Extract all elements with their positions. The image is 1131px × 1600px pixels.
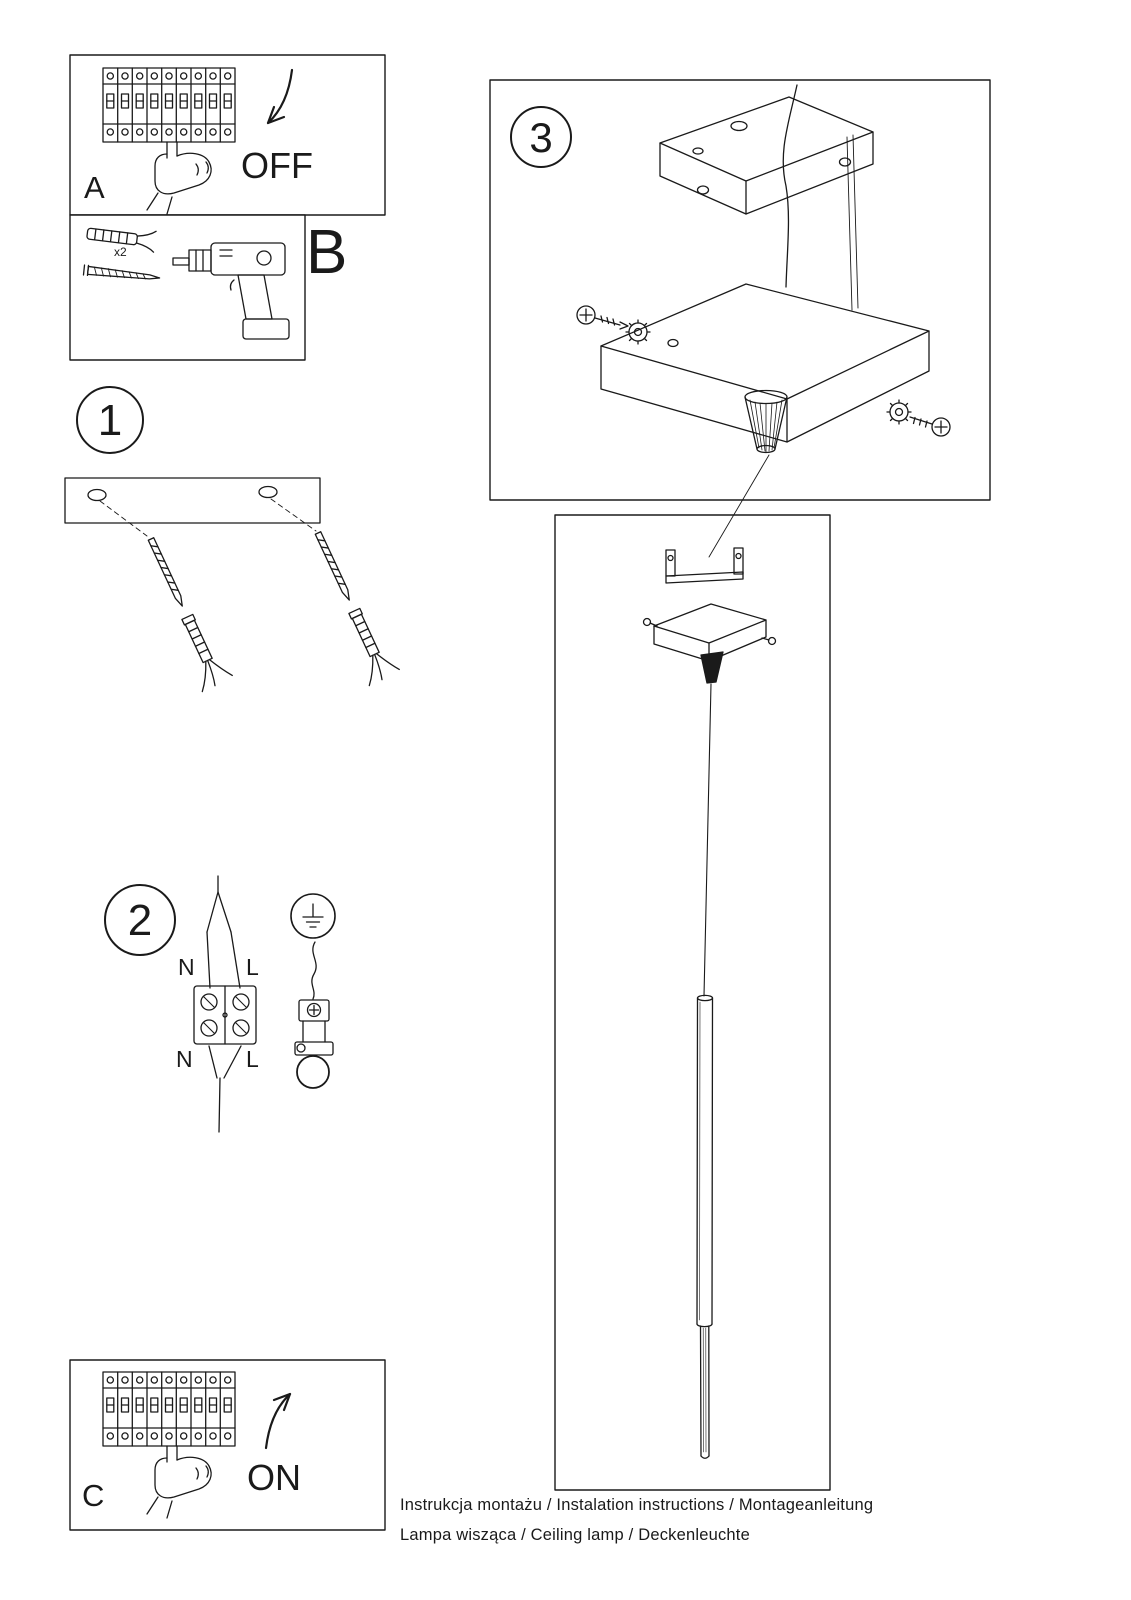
panel-a-action: OFF (241, 145, 313, 186)
step-2-badge-circle (104, 884, 176, 956)
wire-label-l-bottom: L (246, 1046, 259, 1072)
anchor-quantity: x2 (114, 245, 127, 259)
panel-c-letter: C (82, 1478, 105, 1513)
step-1-number: 1 (97, 396, 123, 445)
step-3-frame (489, 79, 991, 501)
wire-label-l-top: L (246, 954, 259, 980)
lamp-canopy (642, 603, 777, 662)
mounting-hole-left (87, 488, 107, 502)
wall-plug-icon (86, 227, 157, 253)
ground-clamp (294, 999, 334, 1089)
step-2-illustration (104, 875, 336, 1133)
arrow-up-icon (264, 1392, 292, 1450)
step-3-illustration (510, 84, 951, 558)
panel-a-letter: A (84, 170, 105, 205)
breaker-off-illustration (103, 68, 294, 214)
screw-anchor-right (301, 525, 401, 687)
terminal-block (193, 985, 257, 1045)
arrow-down-icon (266, 68, 294, 125)
lamp-frame (554, 514, 831, 1491)
ground-wire (311, 941, 317, 1000)
strain-relief-cone (744, 389, 788, 454)
step-2-number: 2 (127, 896, 153, 945)
tools-illustration (82, 227, 290, 340)
screw-anchor-left (134, 531, 234, 693)
step-3-number: 3 (529, 114, 553, 161)
step-1-badge-circle (76, 386, 144, 454)
wire-label-n-top: N (178, 954, 195, 980)
wire-label-n-bottom: N (176, 1046, 193, 1072)
right-screw-washer (886, 399, 951, 437)
leader-line (708, 454, 770, 558)
power-cable (782, 84, 798, 288)
step-3-badge-circle (510, 106, 572, 168)
canopy-box (600, 283, 930, 443)
suspension-cable (703, 683, 712, 997)
drill-icon (172, 242, 290, 340)
mounting-bar (64, 477, 321, 524)
ceiling-bracket (659, 96, 874, 215)
ground-symbol-icon (290, 893, 336, 939)
panel-c-action: ON (247, 1457, 301, 1498)
breaker-on-illustration (103, 1372, 292, 1518)
screw-icon (82, 264, 161, 280)
lamp-tube (696, 994, 714, 1459)
cone-grip (700, 651, 724, 684)
step-1-illustration (64, 386, 401, 693)
left-screw-washer (576, 305, 651, 345)
assembled-lamp-illustration (642, 547, 777, 1459)
mounting-hole-right (258, 485, 278, 499)
panel-b-frame (69, 214, 306, 361)
footer-product-line: Lampa wisząca / Ceiling lamp / Deckenleu… (400, 1526, 750, 1544)
footer-title-line: Instrukcja montażu / Instalation instruc… (400, 1496, 874, 1514)
lamp-bracket (665, 547, 744, 584)
panel-b-letter: B (306, 218, 348, 287)
